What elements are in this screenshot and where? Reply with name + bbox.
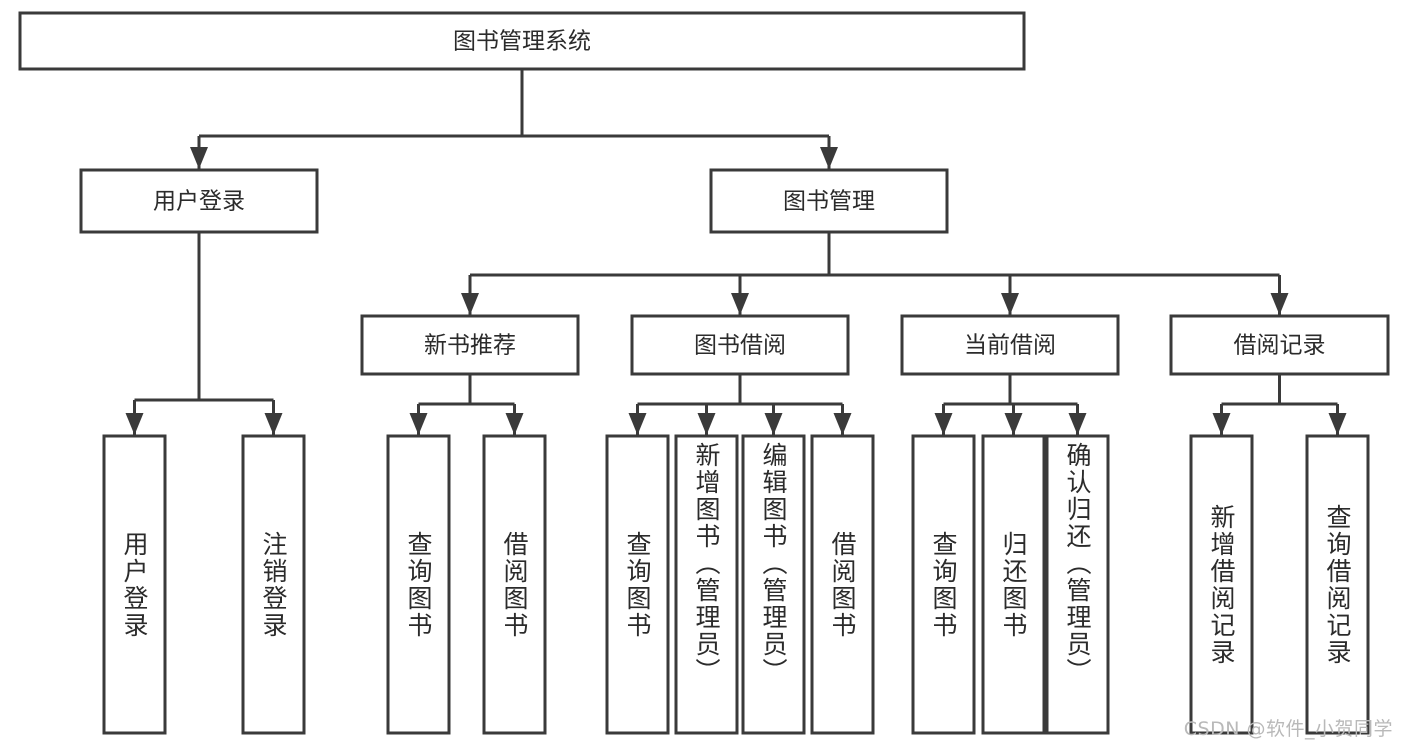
- leaf-node[interactable]: [241, 434, 306, 735]
- arrow-head-icon: [820, 147, 838, 169]
- arrow-head-icon: [505, 413, 524, 435]
- level2-label: 图书管理: [783, 189, 875, 215]
- leaf-box[interactable]: [911, 434, 976, 735]
- leaf-box[interactable]: [482, 434, 547, 735]
- arrow-head-icon: [409, 413, 428, 435]
- leaf-node[interactable]: [1305, 434, 1370, 735]
- arrow-head-icon: [1212, 413, 1231, 435]
- leaf-node[interactable]: [911, 434, 976, 735]
- level3-node[interactable]: 图书借阅: [630, 314, 850, 376]
- leaf-box[interactable]: [241, 434, 306, 735]
- leaf-node[interactable]: [605, 434, 670, 735]
- level3-box[interactable]: [900, 314, 1120, 376]
- leaf-box[interactable]: [674, 434, 739, 735]
- leaf-box[interactable]: [386, 434, 451, 735]
- level3-node[interactable]: 新书推荐: [360, 314, 580, 376]
- arrow-head-icon: [461, 293, 479, 315]
- arrow-head-icon: [1270, 293, 1289, 315]
- leaf-node[interactable]: [1045, 434, 1110, 735]
- arrow-head-icon: [731, 293, 749, 315]
- arrow-head-icon: [764, 413, 783, 435]
- root-node[interactable]: 图书管理系统: [18, 11, 1026, 71]
- leaf-box[interactable]: [1305, 434, 1370, 735]
- arrow-head-icon: [1001, 293, 1019, 315]
- arrow-head-icon: [934, 413, 953, 435]
- level3-label: 借阅记录: [1234, 333, 1326, 359]
- leaf-box[interactable]: [1045, 434, 1110, 735]
- arrow-head-icon: [697, 413, 716, 435]
- arrow-head-icon: [628, 413, 647, 435]
- leaf-box[interactable]: [102, 434, 167, 735]
- level2-node[interactable]: 用户登录: [79, 168, 319, 234]
- level2-box[interactable]: [79, 168, 319, 234]
- leaf-node[interactable]: [102, 434, 167, 735]
- level3-label: 当前借阅: [964, 333, 1056, 359]
- arrow-head-icon: [1004, 413, 1023, 435]
- level2-node[interactable]: 图书管理: [709, 168, 949, 234]
- arrow-head-icon: [1068, 413, 1087, 435]
- root-label: 图书管理系统: [453, 29, 591, 55]
- leaf-node[interactable]: [810, 434, 875, 735]
- arrow-head-icon: [264, 413, 283, 435]
- arrow-head-icon: [125, 413, 144, 435]
- arrow-head-icon: [833, 413, 852, 435]
- leaf-node[interactable]: [386, 434, 451, 735]
- level3-node[interactable]: 借阅记录: [1169, 314, 1390, 376]
- leaf-node[interactable]: [741, 434, 806, 735]
- level3-node[interactable]: 当前借阅: [900, 314, 1120, 376]
- level3-label: 图书借阅: [694, 333, 786, 359]
- level3-box[interactable]: [1169, 314, 1390, 376]
- leaf-box[interactable]: [1189, 434, 1254, 735]
- level2-box[interactable]: [709, 168, 949, 234]
- leaf-node[interactable]: [981, 434, 1046, 735]
- watermark-text: CSDN @软件_小贺同学: [1183, 718, 1393, 740]
- level3-box[interactable]: [360, 314, 580, 376]
- level2-label: 用户登录: [153, 189, 245, 215]
- leaf-box[interactable]: [605, 434, 670, 735]
- leaf-node[interactable]: [1189, 434, 1254, 735]
- root-box[interactable]: [18, 11, 1026, 71]
- level3-label: 新书推荐: [424, 333, 516, 359]
- connector-layer: [125, 69, 1347, 435]
- leaf-node[interactable]: [674, 434, 739, 735]
- arrow-head-icon: [1328, 413, 1347, 435]
- leaf-box[interactable]: [810, 434, 875, 735]
- leaf-box[interactable]: [741, 434, 806, 735]
- leaf-box[interactable]: [981, 434, 1046, 735]
- arrow-head-icon: [190, 147, 208, 169]
- level3-box[interactable]: [630, 314, 850, 376]
- leaf-node[interactable]: [482, 434, 547, 735]
